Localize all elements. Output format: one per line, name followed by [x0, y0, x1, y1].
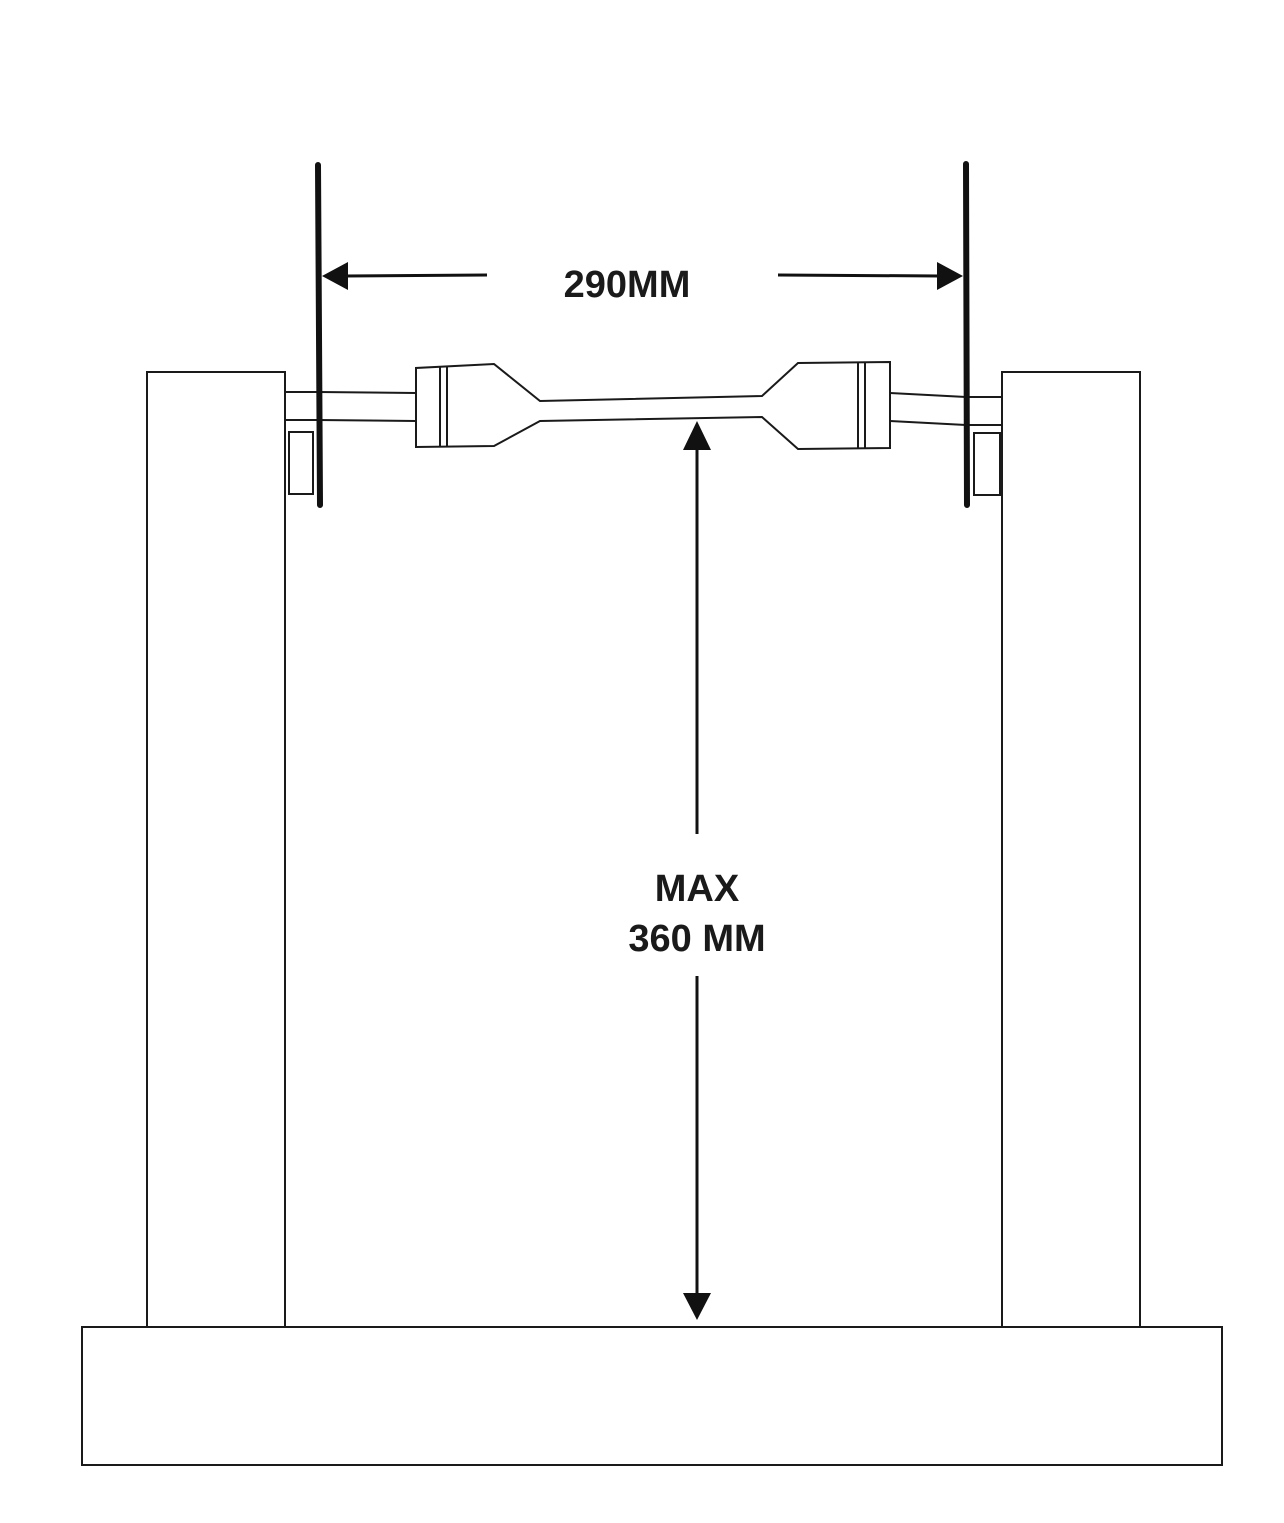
horizontal-dimension [322, 262, 963, 290]
left-clamp-plate [315, 162, 323, 508]
base-block [81, 1326, 1223, 1466]
right-column [1001, 371, 1141, 1328]
right-holder [966, 396, 1002, 496]
vertical-dimension [683, 421, 711, 1320]
specimen-rods [317, 391, 967, 426]
tensile-specimen [415, 360, 891, 451]
left-column [146, 371, 286, 1328]
width-dimension-label: 290MM [564, 264, 691, 306]
up-arrow-icon [683, 421, 711, 450]
specimen-grip-marks [439, 363, 866, 448]
down-arrow-icon [683, 1293, 711, 1320]
left-arrow-icon [322, 262, 348, 290]
right-arrow-icon [937, 262, 963, 290]
left-holder [285, 391, 318, 495]
height-dimension-label-line2: 360 MM [628, 918, 765, 960]
height-dimension-label-line1: MAX [655, 868, 740, 910]
right-clamp-plate [963, 161, 970, 508]
